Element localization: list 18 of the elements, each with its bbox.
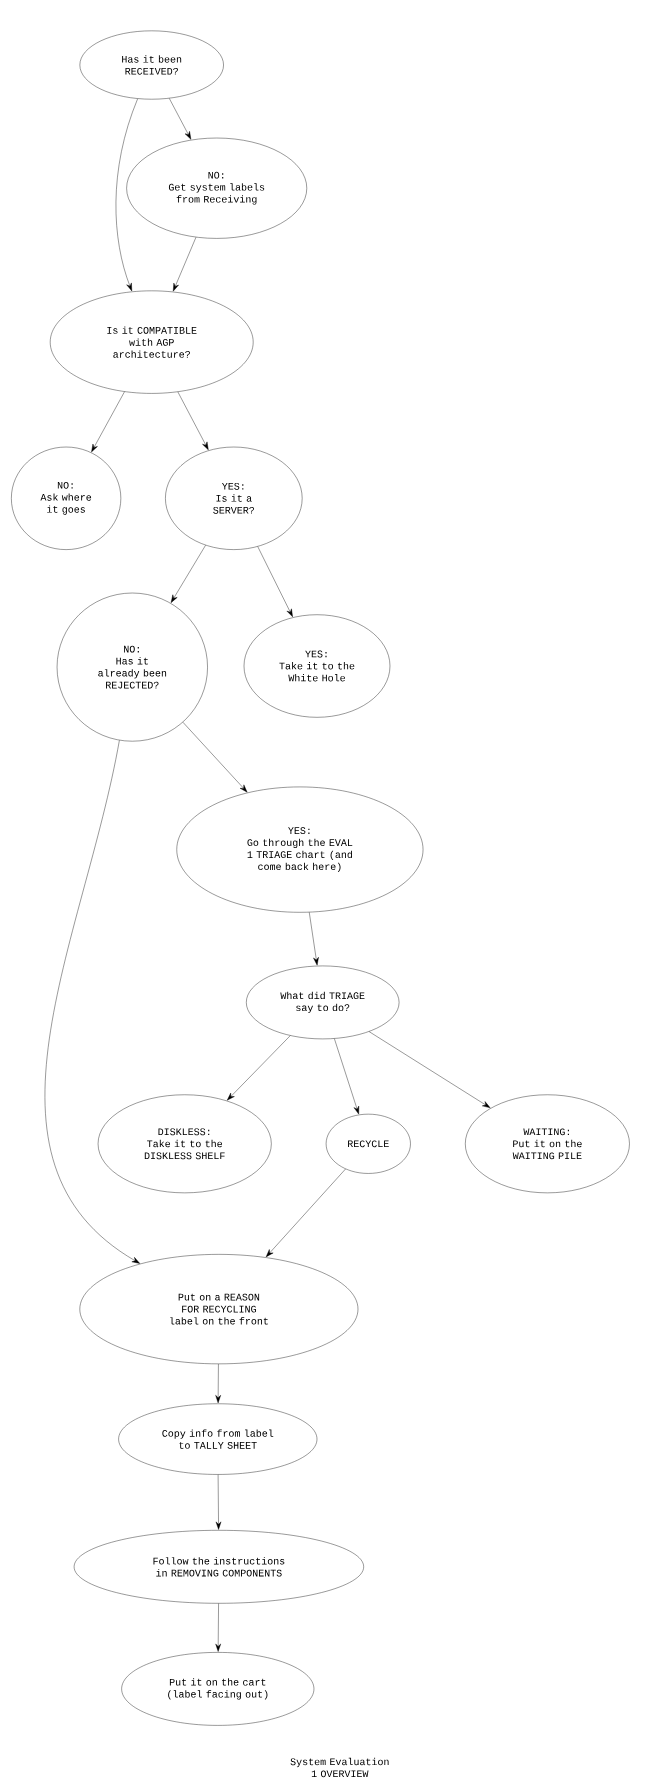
arrow — [177, 391, 209, 451]
arrow — [257, 546, 293, 618]
arrow — [368, 1031, 491, 1108]
arrow — [215, 1603, 221, 1652]
arrow — [334, 1038, 359, 1115]
arrow — [215, 1474, 222, 1530]
arrow — [169, 98, 192, 140]
arrow — [91, 391, 125, 453]
arrow — [215, 1363, 221, 1404]
arrow — [170, 545, 206, 603]
arrow — [115, 98, 138, 292]
arrow — [182, 722, 248, 793]
arrow — [265, 1168, 346, 1258]
arrow — [44, 740, 140, 1264]
arrow — [173, 237, 197, 292]
arrow — [227, 1035, 291, 1101]
caption: System Evaluation 1 OVERVIEW — [290, 1757, 389, 1778]
arrow — [309, 912, 319, 966]
